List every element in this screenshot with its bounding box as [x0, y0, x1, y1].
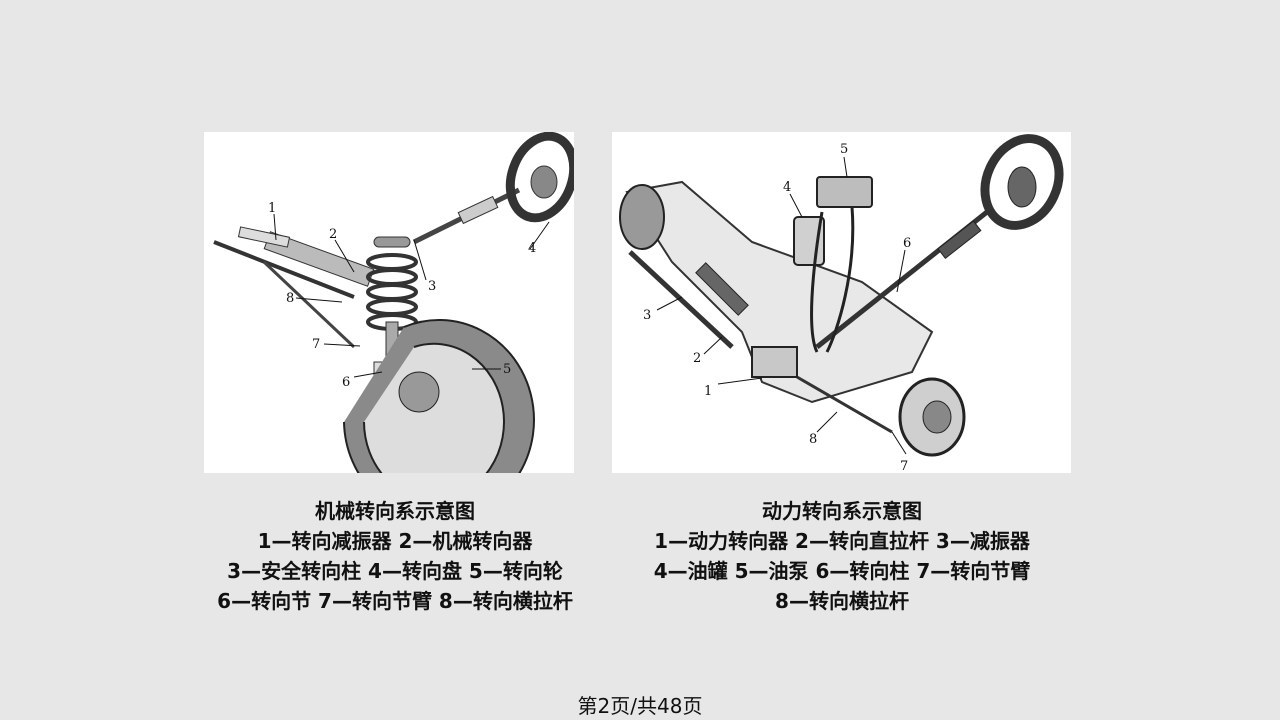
mechanical-steering-diagram: 1 2 3 4 5 6 7 8 — [204, 132, 574, 473]
hose-part — [810, 211, 824, 353]
steering-wheel-hub — [530, 165, 558, 199]
callout-1: 1 — [704, 384, 712, 399]
callout-3: 3 — [643, 308, 651, 323]
drag-link-part — [695, 262, 749, 316]
callout-7: 7 — [900, 459, 908, 473]
steering-wheel-rim — [980, 134, 1064, 230]
axle-frame-part — [625, 180, 934, 404]
column-sleeve-part — [937, 220, 982, 259]
steering-arm-rod — [262, 260, 356, 349]
power-gear-part — [751, 346, 798, 378]
caption-line: 3—安全转向柱 4—转向盘 5—转向轮 — [227, 559, 563, 583]
callout-4: 4 — [783, 180, 791, 195]
callout-6: 6 — [342, 375, 350, 390]
mechanical-steering-caption: 机械转向系示意图 1—转向减振器 2—机械转向器 3—安全转向柱 4—转向盘 5… — [180, 496, 610, 616]
callout-3: 3 — [428, 279, 436, 294]
power-steering-diagram: 1 2 3 4 5 6 7 8 — [612, 132, 1071, 473]
caption-line: 1—动力转向器 2—转向直拉杆 3—减振器 — [654, 529, 1030, 553]
absorber-part — [628, 250, 734, 349]
oil-pump-part — [816, 176, 873, 208]
coil-spring-part — [366, 253, 418, 331]
tie-rod-part — [213, 240, 355, 299]
steering-wheel-rim — [505, 132, 574, 223]
callout-7: 7 — [312, 337, 320, 352]
caption-line: 6—转向节 7—转向节臂 8—转向横拉杆 — [217, 589, 573, 613]
wheel-inner — [363, 342, 505, 473]
caption-line: 1—转向减振器 2—机械转向器 — [257, 529, 533, 553]
callout-5: 5 — [840, 142, 848, 157]
power-steering-drawing: 1 2 3 4 5 6 7 8 — [619, 134, 1064, 473]
callout-2: 2 — [693, 351, 701, 366]
hub-part — [398, 371, 440, 413]
left-wheel-part — [619, 184, 665, 250]
callout-1: 1 — [268, 201, 276, 216]
callout-8: 8 — [809, 432, 817, 447]
callout-2: 2 — [329, 227, 337, 242]
callout-6: 6 — [903, 236, 911, 251]
leader-lines — [656, 156, 907, 455]
column-joint-part — [457, 195, 499, 225]
callout-4: 4 — [528, 241, 536, 256]
caption-line: 4—油罐 5—油泵 6—转向柱 7—转向节臂 — [653, 559, 1031, 583]
page-number: 第2页/共48页 — [577, 694, 703, 718]
strut-top — [373, 236, 411, 248]
power-steering-caption: 动力转向系示意图 1—动力转向器 2—转向直拉杆 3—减振器 4—油罐 5—油泵… — [612, 496, 1072, 616]
steering-wheel-hub — [1007, 166, 1037, 208]
callout-8: 8 — [286, 291, 294, 306]
damper-part — [237, 226, 291, 248]
caption-title: 动力转向系示意图 — [762, 499, 922, 523]
tie-rod-part — [796, 375, 893, 434]
mechanical-steering-drawing: 1 2 3 4 5 6 7 8 — [213, 132, 574, 473]
callout-5: 5 — [503, 362, 511, 377]
caption-line: 8—转向横拉杆 — [775, 589, 909, 613]
leader-lines — [273, 213, 550, 378]
hose-part-2 — [825, 206, 855, 353]
right-hub-part — [922, 400, 952, 434]
caption-title: 机械转向系示意图 — [315, 499, 475, 523]
